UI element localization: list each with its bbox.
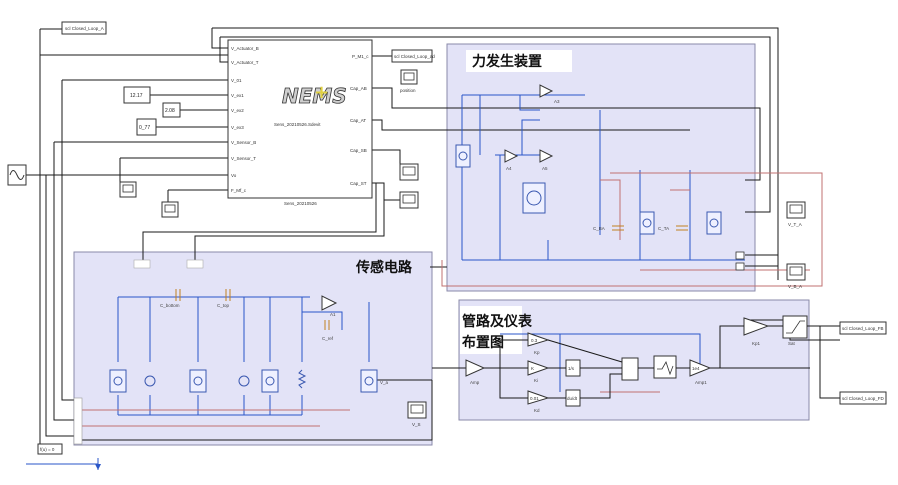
svg-text:C_TA: C_TA [658,226,669,231]
svg-text:V_Actuator_B: V_Actuator_B [231,46,259,51]
pipe-subsystem-title-1: 管路及仪表 [462,313,533,330]
svg-text:C_bottom: C_bottom [160,303,180,308]
svg-text:+: + [314,82,329,103]
scope-top-left[interactable] [61,21,107,35]
svg-text:Cap_AB: Cap_AB [350,86,367,91]
fcn-source-block[interactable] [37,443,63,455]
svg-text:C_top: C_top [217,303,230,308]
svg-text:V_a: V_a [380,380,389,385]
sensing-components: C_bottom C_top A1 C_ref V_a [73,259,389,445]
sens-model-logo: NEMS + [282,82,348,108]
svg-text:Sat: Sat [788,341,796,346]
pipe-components: Amp 0.3 Kp K Ki 0.01 Kd 1/s du/dt 1e4 Am… [465,315,820,413]
svg-text:F_Mf_c: F_Mf_c [231,188,247,193]
svg-text:A5: A5 [542,166,548,171]
force-components: A4 A3 A5 C_BA C_TA [455,84,745,271]
position-label: position [400,88,416,93]
vba-label: V_B_A [788,284,802,289]
down-arrow-icon [95,464,101,470]
svg-text:Kp: Kp [534,350,540,355]
svg-text:K: K [531,366,534,371]
constant-3-value: 0_77 [139,125,150,131]
svg-text:V_Actuator_T: V_Actuator_T [231,60,259,65]
svg-text:du/dt: du/dt [567,396,578,401]
sens-model-caption: Sens_20210526.Sdevit [274,122,321,127]
fcn-source-label: f(u) = 0 [40,447,55,452]
svg-text:P_M1_c: P_M1_c [352,54,369,59]
svg-text:V_Sensor_B: V_Sensor_B [231,140,256,145]
svg-text:C_ref: C_ref [322,336,334,341]
svg-text:A3: A3 [554,99,560,104]
svg-text:Ki: Ki [534,378,538,383]
svg-text:Cap_SB: Cap_SB [350,148,367,153]
constant-block-3[interactable] [136,118,157,136]
constant-block-2[interactable] [162,102,181,118]
scope-top-right-label: scl Closed_Loop_ad [394,54,435,59]
svg-text:A4: A4 [506,166,512,171]
svg-text:V_Sensor_T: V_Sensor_T [231,156,256,161]
svg-text:Cap_ST: Cap_ST [350,181,367,186]
svg-text:1e4: 1e4 [692,366,700,371]
pipe-subsystem-title-2: 布置图 [462,334,504,351]
svg-text:A1: A1 [330,312,336,317]
svg-text:1/s: 1/s [568,366,575,371]
main-wires [26,27,840,449]
svg-text:C_BA: C_BA [593,226,605,231]
constant-1-value: 12.17 [130,93,143,99]
sine-icon [9,170,25,180]
svg-text:Kp1: Kp1 [752,341,761,346]
svg-text:V_ex1: V_ex1 [231,93,244,98]
svg-text:Kd: Kd [534,408,540,413]
sensing-subsystem-area[interactable] [73,251,433,446]
svg-text:V_01: V_01 [231,78,242,83]
sens-model-input-ports: V_Actuator_B V_Actuator_T V_01 V_ex1 V_e… [231,46,259,193]
svg-text:Cap_AT: Cap_AT [350,118,366,123]
scope-closed-loop-fb[interactable] [839,321,887,335]
force-subsystem-title: 力发生装置 [472,53,542,70]
constant-block-1[interactable] [123,86,151,104]
constant-2-value: 2.08 [165,108,175,114]
svg-text:V_ex2: V_ex2 [231,108,244,113]
red-wires [82,172,823,427]
scope-closed-loop-fb-label: scl Closed_Loop_FB [842,326,884,331]
svg-text:NEMS: NEMS [282,84,347,108]
sens-model-block[interactable] [227,39,373,199]
svg-text:Amp: Amp [470,380,480,385]
sens-model-output-ports: P_M1_c Cap_AB Cap_AT Cap_SB Cap_ST [350,54,369,186]
scope-top-right[interactable] [391,49,433,63]
svg-text:0.3: 0.3 [531,338,538,343]
vs-label: V_S [412,422,421,427]
blue-wires [26,94,745,470]
force-subsystem-area[interactable] [446,43,756,292]
sensing-subsystem-title: 传感电路 [355,259,413,276]
svg-text:V_ex3: V_ex3 [231,125,244,130]
svg-text:Vo: Vo [231,173,237,178]
svg-text:0.01: 0.01 [530,396,539,401]
svg-text:Amp1: Amp1 [695,380,707,385]
vta-label: V_T_A [788,222,802,227]
scope-top-left-label: scl Closed_Loop_A [65,26,104,31]
scope-closed-loop-fd-label: scl Closed_Loop_FD [842,396,885,401]
scope-closed-loop-fd[interactable] [839,391,887,405]
sens-model-name: Sens_20210526 [284,201,317,206]
